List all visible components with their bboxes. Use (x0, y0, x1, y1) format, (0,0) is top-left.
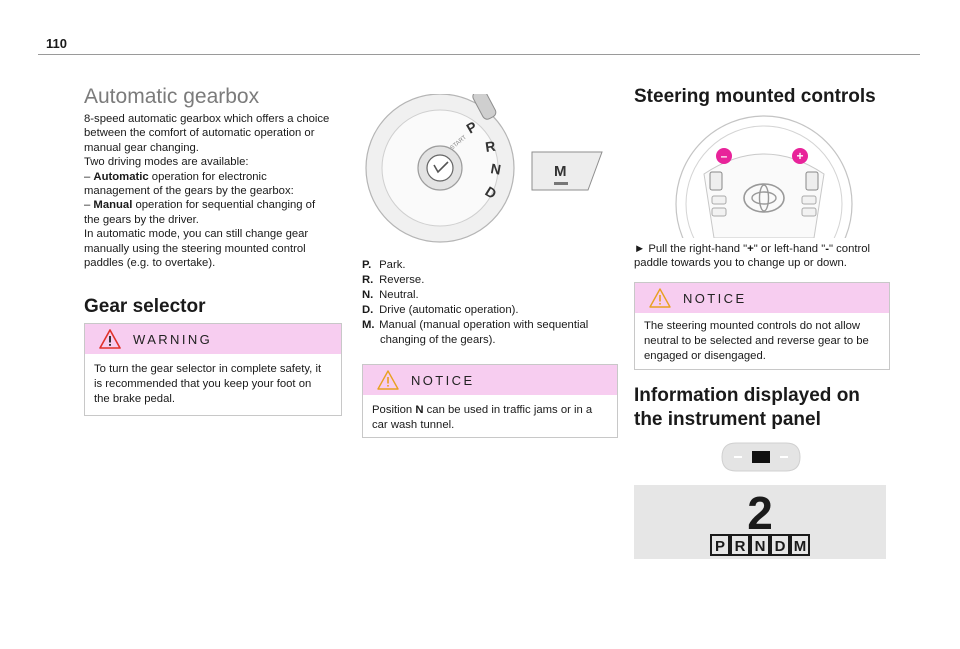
manual-paddle-label: M (554, 163, 567, 180)
toyota-logo-icon (743, 183, 785, 213)
gear-letter-r: R (735, 538, 746, 555)
gear-letter-box (710, 534, 730, 556)
manual-mode-line2: the gears by the driver. (84, 213, 199, 226)
notice-line: neutral to be selected and reverse gear … (644, 335, 869, 347)
bullet-arrow-icon: ► (634, 243, 646, 255)
notice-box-steering: NOTICE The steering mounted controls do … (634, 282, 890, 370)
check-icon (433, 161, 449, 174)
warning-box: WARNING To turn the gear selector in com… (84, 323, 342, 416)
gear-letter-d: D (775, 538, 786, 555)
notice-line: Position N can be used in traffic jams o… (372, 404, 593, 416)
left-paddle-icon (709, 171, 723, 191)
gear-letter-box (770, 534, 790, 556)
list-item-manual: M. Manual (manual operation with sequent… (362, 319, 589, 331)
steering-wheel-illustration: – + (675, 115, 853, 238)
gear-selector-title: Gear selector (84, 296, 206, 317)
minus-sign: – (721, 149, 728, 163)
start-button-center (426, 154, 454, 182)
manual-paddle (531, 151, 603, 191)
gear-letter-box (730, 534, 750, 556)
dial-letter-r: R (484, 138, 496, 155)
intro-line: between the comfort of automatic operati… (84, 127, 315, 140)
tail-line: paddles (e.g. to overtake). (84, 257, 216, 270)
notice-title: NOTICE (411, 373, 475, 388)
gear-digit: 2 (747, 487, 773, 539)
list-item-neutral: N. Neutral. (362, 289, 419, 301)
manual-paddle-mark (554, 182, 568, 185)
right-paddle-icon (805, 171, 819, 191)
intro-line: Two driving modes are available: (84, 156, 249, 169)
intro-paragraph: 8-speed automatic gearbox which offers a… (84, 112, 346, 270)
notice-title: NOTICE (683, 291, 747, 306)
warning-header: WARNING (85, 324, 341, 354)
info-panel-title: Information displayed on the instrument … (634, 385, 860, 430)
list-item-drive: D. Drive (automatic operation). (362, 304, 519, 316)
wheel-rim-outer (675, 115, 853, 238)
notice-line: The steering mounted controls do not all… (644, 320, 861, 332)
automatic-mode-line2: management of the gears by the gearbox: (84, 185, 294, 198)
notice-line: car wash tunnel. (372, 419, 455, 431)
manual-mode-line: – Manual operation for sequential changi… (84, 199, 316, 212)
warning-line: the brake pedal. (94, 393, 176, 405)
wheel-rim-inner (685, 125, 843, 238)
tail-line: manually using the steering mounted cont… (84, 242, 306, 255)
minus-paddle-icon (716, 148, 732, 164)
gear-letter-p: P (715, 538, 725, 555)
steering-controls-title: Steering mounted controls (634, 86, 876, 107)
gear-letter-box (750, 534, 770, 556)
list-item-reverse: R. Reverse. (362, 274, 425, 286)
selector-knob (472, 94, 497, 120)
paddle-instruction: ► Pull the right-hand "+" or left-hand "… (634, 242, 894, 271)
page-number: 110 (46, 36, 67, 51)
notice-text: Position N can be used in traffic jams o… (372, 403, 592, 433)
gear-selector-dial-illustration: START P R N D M (365, 94, 603, 243)
warning-text: To turn the gear selector in complete sa… (94, 362, 321, 407)
gear-letter-n: N (755, 538, 766, 555)
intro-line: 8-speed automatic gearbox which offers a… (84, 113, 330, 125)
notice-line: engaged or disengaged. (644, 350, 766, 362)
instrument-cluster-icon (721, 442, 801, 472)
tail-line: In automatic mode, you can still change … (84, 228, 309, 241)
paddle-instruction-line2: paddle towards you to change up or down. (634, 257, 847, 270)
intro-line: manual gear changing. (84, 141, 199, 154)
warning-triangle-icon (99, 329, 121, 349)
gear-letter-m: M (794, 538, 807, 555)
header-rule (38, 54, 920, 55)
dial-letter-n: N (489, 160, 502, 178)
section-title: Automatic gearbox (84, 85, 260, 108)
notice-text: The steering mounted controls do not all… (644, 319, 869, 364)
list-item-manual-cont: changing of the gears). (380, 334, 496, 346)
notice-box-neutral: NOTICE Position N can be used in traffic… (362, 364, 618, 438)
gear-letter-box (790, 534, 810, 556)
notice-triangle-icon (377, 370, 399, 390)
notice-triangle-icon (649, 288, 671, 308)
notice-header: NOTICE (363, 365, 617, 395)
plus-sign: + (796, 149, 803, 163)
automatic-mode-line: – Automatic operation for electronic (84, 170, 267, 183)
paddle-instruction-line1: ► Pull the right-hand "+" or left-hand "… (634, 243, 871, 255)
warning-line: To turn the gear selector in complete sa… (94, 363, 322, 375)
plus-paddle-icon (792, 148, 808, 164)
warning-title: WARNING (133, 332, 213, 347)
list-item-park: P. Park. (362, 259, 406, 271)
warning-line: is recommended that you keep your foot o… (94, 378, 312, 390)
notice-header: NOTICE (635, 283, 889, 313)
